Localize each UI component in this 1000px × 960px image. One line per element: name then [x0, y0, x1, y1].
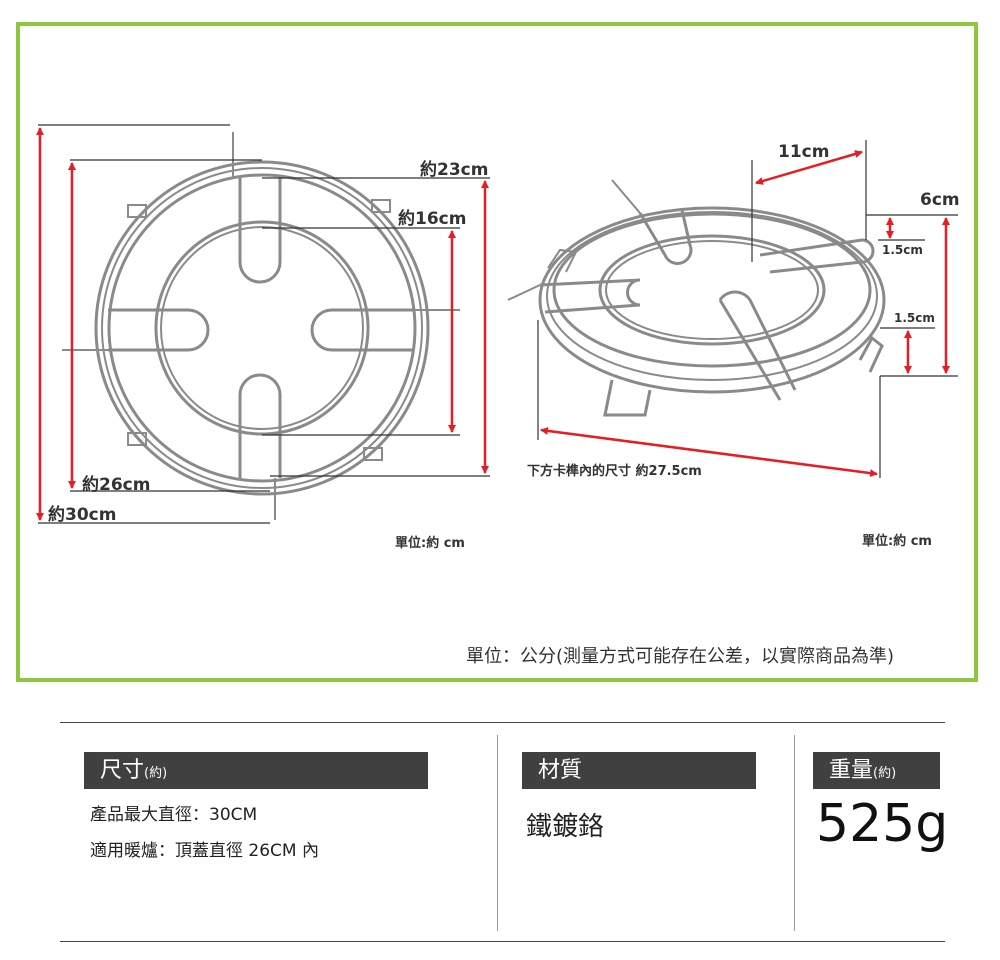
size-line-max-diameter: 產品最大直徑：30CM [90, 805, 258, 825]
weight-value: 525g [816, 794, 949, 854]
label-bottom-span: 下方卡榫內的尺寸 約27.5cm [527, 464, 702, 479]
size-title-suffix: (約) [144, 766, 168, 781]
arrow-hook-length [755, 150, 863, 185]
arrow-bottom-span [540, 426, 878, 478]
label-inner-diameter: 約16cm [398, 209, 467, 229]
side-view-rack [507, 179, 886, 417]
measurement-note: 單位：公分(測量方式可能存在公差，以實際商品為準) [466, 646, 895, 667]
weight-title: 重量 [829, 758, 874, 783]
weight-header: 重量(約) [813, 752, 940, 789]
label-outer-diameter: 約30cm [48, 505, 117, 525]
top-view-rack [62, 132, 460, 520]
size-header: 尺寸(約) [84, 752, 428, 789]
material-title: 材質 [538, 758, 583, 783]
material-value: 鐵鍍鉻 [526, 812, 605, 842]
label-hook-height: 1.5cm [882, 243, 923, 257]
specs-top-rule [60, 722, 945, 723]
product-diagram [36, 124, 958, 524]
size-title: 尺寸 [100, 758, 145, 783]
label-middle-diameter: 約23cm [420, 160, 489, 180]
weight-title-suffix: (約) [873, 766, 897, 781]
diagram-frame [16, 22, 978, 682]
size-line-heater-fit: 適用暖爐：頂蓋直徑 26CM 內 [90, 841, 319, 861]
specs-bottom-rule [60, 941, 945, 942]
label-right-unit: 單位:約 cm [862, 534, 932, 549]
label-hook-length: 11cm [778, 142, 830, 162]
label-left-unit: 單位:約 cm [395, 536, 465, 551]
specs-divider-2 [794, 735, 795, 931]
label-foot-height: 1.5cm [894, 311, 935, 325]
label-total-height: 6cm [920, 190, 960, 210]
label-ring-diameter: 約26cm [82, 475, 151, 495]
specs-divider-1 [497, 735, 498, 931]
material-header: 材質 [522, 752, 756, 789]
